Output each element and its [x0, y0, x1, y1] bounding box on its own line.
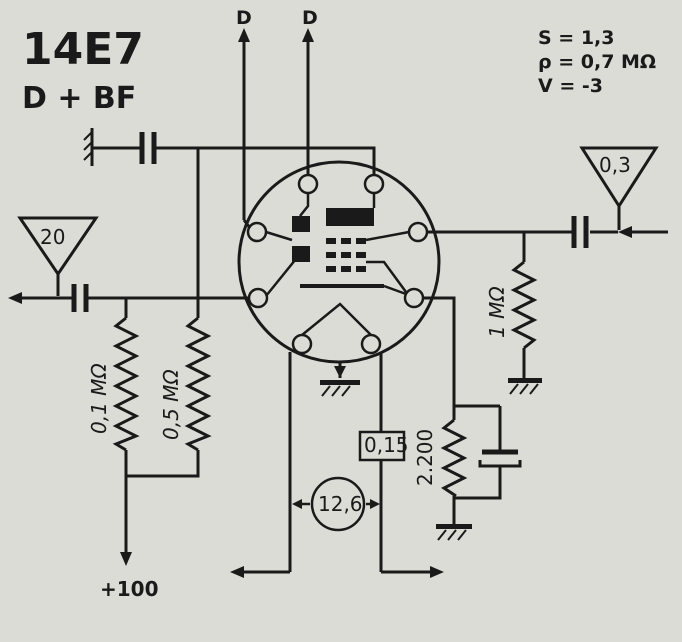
- heater-voltage-label: 12,6: [318, 492, 363, 516]
- tube-function-label: D + BF: [22, 81, 136, 116]
- supply-arrow: [120, 552, 132, 566]
- pin-8: [360, 333, 382, 355]
- triode-anode: [326, 208, 374, 226]
- pin-7: [291, 333, 313, 355]
- pin-3: [246, 221, 268, 243]
- heater-current-box: 0,15: [358, 430, 409, 462]
- heater-voltage-indicator: 12,6: [292, 476, 380, 532]
- output-level-triangle: 20: [17, 216, 99, 296]
- tube-envelope: [237, 160, 441, 364]
- output-d-left-label: D: [236, 7, 252, 29]
- resistor-cathode-label: 2.200: [413, 429, 437, 486]
- ground-left-top: [83, 128, 94, 166]
- heater-current-label: 0,15: [364, 433, 409, 457]
- pin-6: [403, 287, 425, 309]
- pin-1: [297, 173, 319, 195]
- heater-output-arrows: [230, 566, 444, 578]
- output-arrow: [8, 292, 72, 304]
- triode-grid: [326, 238, 366, 272]
- output-d-right-label: D: [302, 7, 318, 29]
- pin-4: [407, 221, 429, 243]
- diode-output-arrows: [238, 28, 314, 220]
- resistor-load-2: [184, 316, 212, 452]
- ground-cathode: [436, 524, 472, 541]
- pin-2: [363, 173, 385, 195]
- heater-filament: [301, 302, 372, 336]
- pin-5: [247, 287, 269, 309]
- resistor-load-1: [112, 316, 140, 452]
- capacitor-top-left: [139, 132, 157, 164]
- resistor-cathode: [440, 418, 468, 498]
- input-level-triangle: 0,3: [579, 146, 659, 230]
- capacitor-input: [571, 216, 589, 248]
- capacitor-output: [71, 284, 89, 312]
- input-level-label: 0,3: [599, 153, 631, 177]
- diode-anode-1: [292, 216, 310, 232]
- param-v: V = -3: [538, 75, 603, 97]
- resistor-load-1-label: 0,1 MΩ: [87, 363, 111, 434]
- supply-voltage-label: +100: [100, 577, 159, 601]
- resistor-grid-label: 1 MΩ: [485, 286, 509, 338]
- ground-center: [320, 380, 360, 397]
- param-s: S = 1,3: [538, 27, 615, 49]
- param-rho: ρ = 0,7 MΩ: [538, 51, 656, 73]
- capacitor-cathode: [478, 449, 522, 468]
- ground-grid: [508, 378, 542, 395]
- resistor-load-2-label: 0,5 MΩ: [159, 369, 183, 440]
- resistor-grid: [510, 260, 538, 350]
- input-arrow: [618, 226, 668, 238]
- tube-type-label: 14E7: [22, 24, 144, 75]
- output-level-label: 20: [40, 225, 65, 249]
